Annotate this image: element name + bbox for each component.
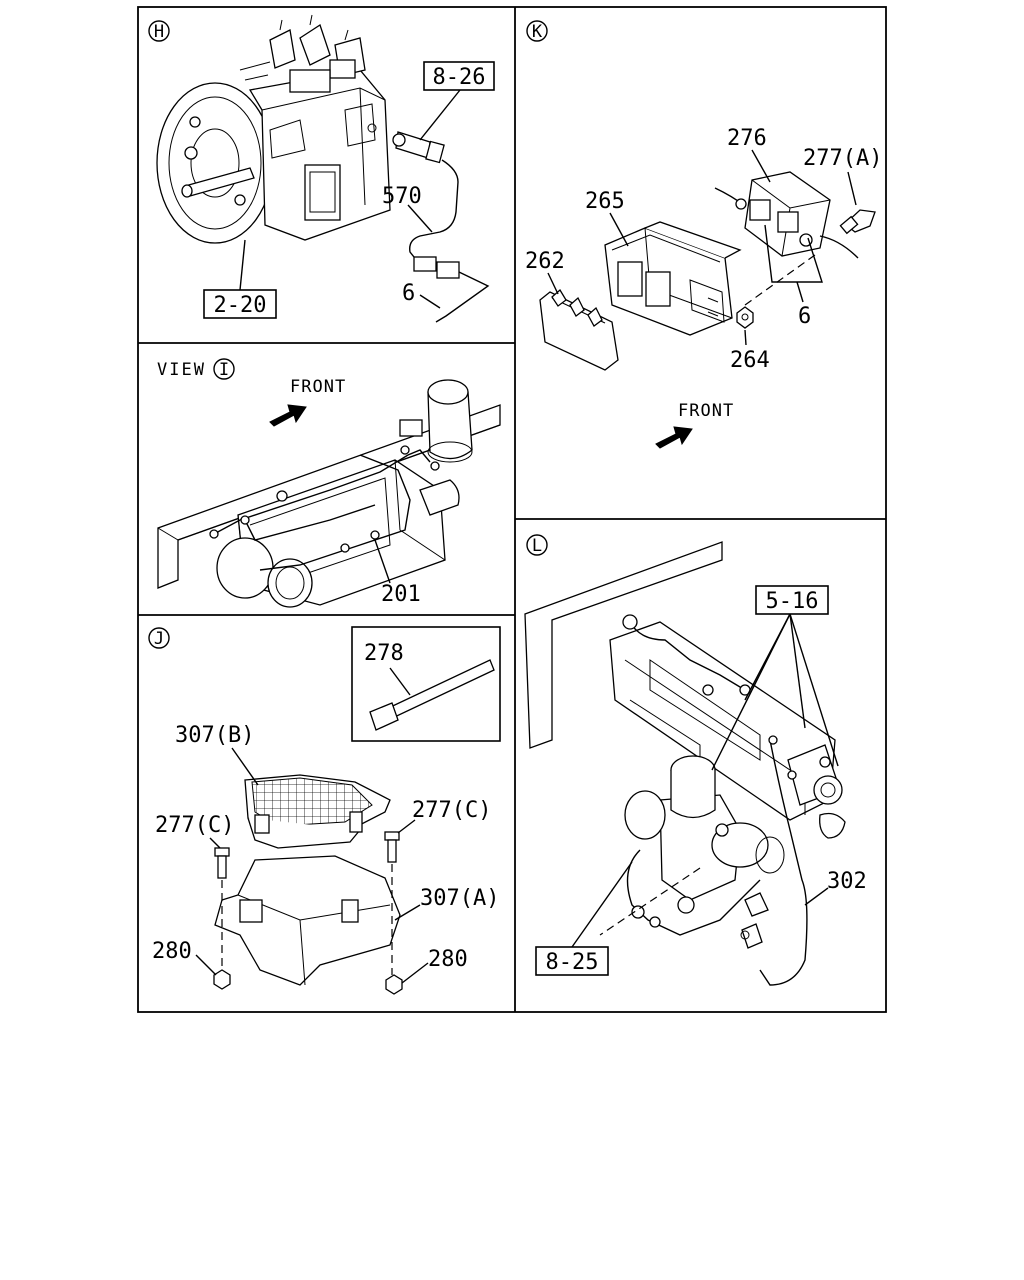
ref-2-20-label: 2-20	[214, 293, 267, 318]
ref-8-26-label: 8-26	[433, 65, 486, 90]
nut-264	[736, 306, 754, 329]
part-6-label-h: 6	[402, 281, 415, 306]
view-i-heading: VIEW I	[157, 358, 235, 380]
panel-h-letter-badge: H	[148, 20, 170, 42]
callout-2-20: 2-20	[203, 239, 277, 319]
assembly-dashline-k	[744, 254, 816, 306]
callout-262: 262	[525, 249, 565, 295]
part-277c-left-label: 277(C)	[155, 813, 234, 838]
panel-h: H	[148, 14, 495, 323]
panel-l-letter-badge: L	[526, 534, 548, 556]
callout-201: 201	[374, 539, 421, 607]
front-arrow-k	[655, 426, 693, 449]
bolt-left	[214, 847, 230, 968]
callout-5-16: 5-16	[711, 585, 839, 771]
front-arrow-i	[269, 404, 307, 427]
callout-277a: 277(A)	[803, 146, 882, 206]
callout-6-k: 6	[764, 224, 823, 329]
panel-j: J 278	[148, 626, 501, 995]
part-265-label: 265	[585, 189, 625, 214]
callout-307b: 307(B)	[175, 723, 259, 786]
part-262-label: 262	[525, 249, 565, 274]
view-label: VIEW	[157, 360, 206, 380]
callout-8-26: 8-26	[419, 61, 495, 141]
cover-262-drawing	[539, 288, 619, 371]
callout-276: 276	[727, 126, 771, 183]
panel-frame	[137, 6, 887, 1013]
connector-265-drawing	[604, 221, 742, 336]
callout-277c-right: 277(C)	[397, 798, 491, 834]
tank-bracket-drawing	[524, 541, 846, 986]
part-201-label: 201	[381, 582, 421, 607]
part-280-right-label: 280	[428, 947, 468, 972]
callout-6-h: 6	[402, 281, 441, 309]
part-302-label: 302	[827, 869, 867, 894]
panel-k-letter-badge: K	[526, 20, 548, 42]
inset-cable-tie: 278	[351, 626, 501, 742]
callout-280-right: 280	[401, 947, 468, 984]
panel-l-letter: L	[532, 536, 542, 556]
panel-i: VIEW I FRONT	[157, 358, 501, 608]
callout-265: 265	[585, 189, 629, 247]
panel-j-letter: J	[154, 629, 164, 649]
nut-left	[213, 969, 231, 990]
callout-280-left: 280	[152, 939, 217, 976]
panel-k: K	[525, 20, 882, 449]
mesh-cover-drawing	[244, 774, 391, 849]
part-277c-right-label: 277(C)	[412, 798, 491, 823]
frame-rail-drawing	[157, 379, 501, 608]
nut-right	[385, 974, 403, 995]
relay-box-drawing	[214, 855, 401, 986]
part-278-label: 278	[364, 641, 404, 666]
callout-277c-left: 277(C)	[155, 813, 234, 849]
panel-k-letter: K	[532, 22, 543, 42]
front-label-k: FRONT	[678, 401, 734, 421]
callout-302: 302	[804, 869, 867, 906]
part-6-label-k: 6	[798, 304, 811, 329]
sensor-drawing	[392, 131, 490, 323]
ref-8-25-label: 8-25	[546, 950, 599, 975]
panel-j-letter-badge: J	[148, 627, 170, 649]
callout-8-25: 8-25	[535, 861, 633, 976]
part-276-label: 276	[727, 126, 767, 151]
engine-pump-drawing	[156, 14, 391, 244]
callout-307a: 307(A)	[394, 886, 499, 921]
part-280-left-label: 280	[152, 939, 192, 964]
part-264-label: 264	[730, 348, 770, 373]
panel-h-letter: H	[154, 22, 164, 42]
front-label-i: FRONT	[290, 377, 346, 397]
part-277a-label: 277(A)	[803, 146, 882, 171]
relay-276-drawing	[714, 171, 859, 259]
part-307a-label: 307(A)	[420, 886, 499, 911]
bolt-277a	[839, 209, 876, 235]
bolt-right	[384, 831, 400, 975]
callout-570: 570	[382, 184, 433, 233]
panel-l: L	[524, 534, 867, 986]
ref-5-16-label: 5-16	[766, 589, 819, 614]
panel-i-letter: I	[219, 360, 229, 380]
part-307b-label: 307(B)	[175, 723, 254, 748]
callout-264: 264	[730, 329, 770, 373]
part-570-label: 570	[382, 184, 422, 209]
